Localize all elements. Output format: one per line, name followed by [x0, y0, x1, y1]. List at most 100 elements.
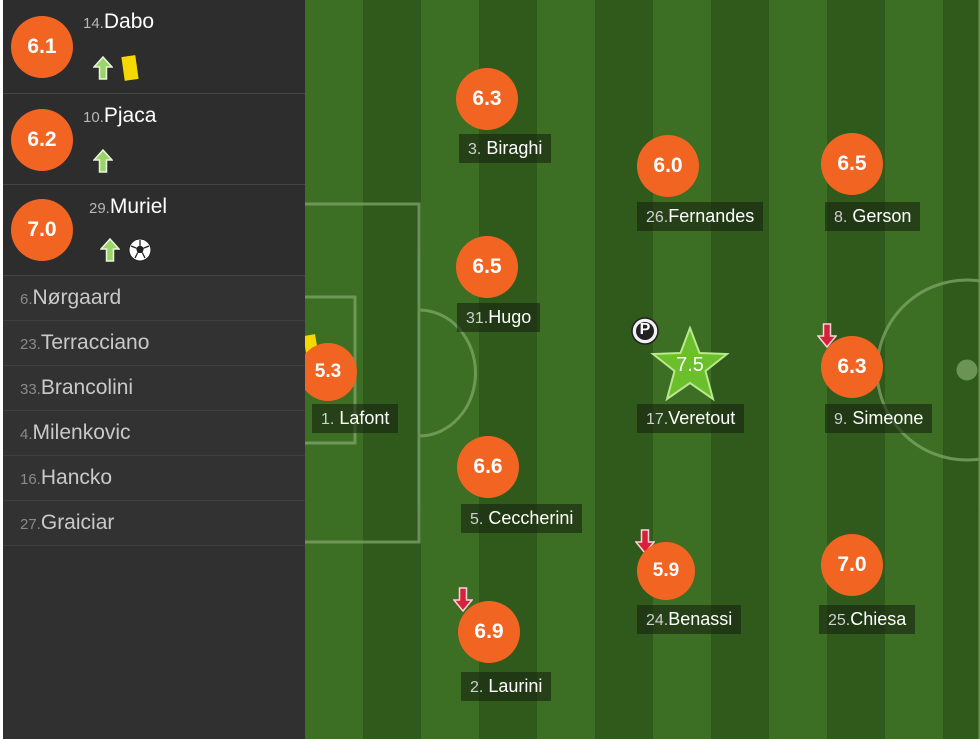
- event-icons: [93, 149, 113, 173]
- bench-row-graiciar[interactable]: 27.Graiciar: [3, 501, 305, 546]
- player-label: 2. Laurini: [461, 672, 552, 701]
- bench-row-brancolini[interactable]: 33.Brancolini: [3, 366, 305, 411]
- sub-on-arrow-icon: [93, 56, 113, 80]
- rating-badge: 6.2: [11, 109, 73, 171]
- substitute-row-pjaca[interactable]: 6.2 10.Pjaca: [3, 94, 305, 185]
- player-name-text: Biraghi: [486, 138, 543, 158]
- bench-row-hancko[interactable]: 16.Hancko: [3, 456, 305, 501]
- player-number: 6.: [20, 291, 33, 308]
- player-number: 2.: [470, 679, 484, 696]
- bench-row-milenkovic[interactable]: 4.Milenkovic: [3, 411, 305, 456]
- player-name-text: Graiciar: [40, 511, 115, 534]
- player-name-text: Simeone: [852, 408, 924, 428]
- player-name: 6.Nørgaard: [20, 286, 121, 310]
- substitute-row-muriel[interactable]: 7.0 29.Muriel: [3, 185, 305, 276]
- football-goal-icon: [128, 238, 152, 262]
- player-label: 31.Hugo: [457, 303, 541, 332]
- player-name: 23.Terracciano: [20, 331, 149, 355]
- rating-badge: 7.0: [11, 199, 73, 261]
- star-icon: [650, 326, 730, 402]
- player-label: 3. Biraghi: [459, 134, 552, 163]
- sub-off-arrow-icon: [817, 323, 837, 348]
- man-of-the-match-star: 7.5: [650, 326, 730, 402]
- player-number: 16.: [20, 471, 41, 488]
- player-name: 33.Brancolini: [20, 376, 133, 400]
- player-name-text: Muriel: [109, 195, 168, 218]
- player-number: 25.: [828, 612, 851, 629]
- rating-badge: 6.3: [821, 336, 883, 398]
- penalty-letter: P: [639, 321, 651, 338]
- player-number: 3.: [468, 141, 482, 158]
- rating-badge: 6.0: [637, 135, 699, 197]
- bench-row-terracciano[interactable]: 23.Terracciano: [3, 321, 305, 366]
- player-name-text: Terracciano: [40, 331, 150, 354]
- lineup-sidebar: 6.1 14.Dabo 6.2 10.Pjaca 7.0 29.Muriel 6…: [0, 0, 305, 739]
- player-name-text: Laurini: [488, 676, 543, 696]
- player-number: 23.: [20, 336, 41, 353]
- player-number: 17.: [646, 411, 669, 428]
- player-name-text: Hugo: [488, 307, 532, 327]
- rating-badge: 7.5: [676, 354, 704, 376]
- player-name-text: Veretout: [668, 408, 736, 428]
- sub-on-arrow-icon: [93, 149, 113, 173]
- player-name-text: Pjaca: [103, 104, 157, 127]
- player-number: 27.: [20, 516, 41, 533]
- bench-row-norgaard[interactable]: 6.Nørgaard: [3, 276, 305, 321]
- rating-badge: 6.3: [456, 68, 518, 130]
- player-name-text: Nørgaard: [32, 286, 122, 309]
- football-pitch: 5.3 1. Lafont 6.3 3. Biraghi 6.5 31.Hugo…: [305, 0, 980, 739]
- player-label: 25.Chiesa: [819, 605, 916, 634]
- player-number: 10.: [83, 109, 104, 126]
- player-name: 10.Pjaca: [83, 104, 156, 128]
- sub-on-arrow-icon: [100, 238, 120, 262]
- player-name-text: Benassi: [668, 609, 733, 629]
- rating-badge: 5.9: [637, 542, 695, 600]
- player-number: 33.: [20, 381, 41, 398]
- substitute-row-dabo[interactable]: 6.1 14.Dabo: [3, 0, 305, 94]
- player-name: 4.Milenkovic: [20, 421, 131, 445]
- player-number: 26.: [646, 209, 669, 226]
- sub-off-arrow-icon: [453, 587, 473, 612]
- rating-badge: 6.6: [457, 436, 519, 498]
- rating-badge: 6.5: [456, 236, 518, 298]
- player-number: 31.: [466, 310, 489, 327]
- player-name-text: Chiesa: [850, 609, 907, 629]
- player-name-text: Ceccherini: [488, 508, 574, 528]
- penalty-ball-shape: [631, 317, 659, 345]
- player-name: 27.Graiciar: [20, 511, 114, 535]
- player-number: 14.: [83, 15, 104, 32]
- player-name-text: Gerson: [852, 206, 912, 226]
- player-name-text: Brancolini: [40, 376, 134, 399]
- player-number: 24.: [646, 612, 669, 629]
- player-name-text: Dabo: [103, 10, 155, 33]
- player-number: 29.: [89, 200, 110, 217]
- player-name: 16.Hancko: [20, 466, 112, 490]
- player-number: 1.: [321, 411, 335, 428]
- player-label: 17.Veretout: [637, 404, 745, 433]
- rating-badge: 6.5: [821, 133, 883, 195]
- rating-badge: 6.1: [11, 16, 73, 78]
- player-name-text: Hancko: [40, 466, 113, 489]
- rating-badge: 6.9: [458, 601, 520, 663]
- penalty-goal-icon: P: [630, 316, 660, 346]
- event-icons: [93, 55, 139, 81]
- player-label: 5. Ceccherini: [461, 504, 583, 533]
- player-name-text: Milenkovic: [32, 421, 131, 444]
- rating-badge: 7.0: [821, 534, 883, 596]
- player-name-text: Lafont: [339, 408, 390, 428]
- player-number: 9.: [834, 411, 848, 428]
- player-number: 5.: [470, 511, 484, 528]
- player-name-text: Fernandes: [668, 206, 755, 226]
- player-label: 8. Gerson: [825, 202, 921, 231]
- yellow-card-icon: [121, 55, 139, 81]
- player-label: 9. Simeone: [825, 404, 933, 433]
- rating-badge: 5.3: [305, 343, 357, 401]
- event-icons: [100, 238, 152, 262]
- player-number: 8.: [834, 209, 848, 226]
- player-label: 26.Fernandes: [637, 202, 764, 231]
- player-number: 4.: [20, 426, 33, 443]
- player-name: 29.Muriel: [89, 195, 167, 219]
- player-label: 1. Lafont: [312, 404, 399, 433]
- player-name: 14.Dabo: [83, 10, 154, 34]
- player-label: 24.Benassi: [637, 605, 742, 634]
